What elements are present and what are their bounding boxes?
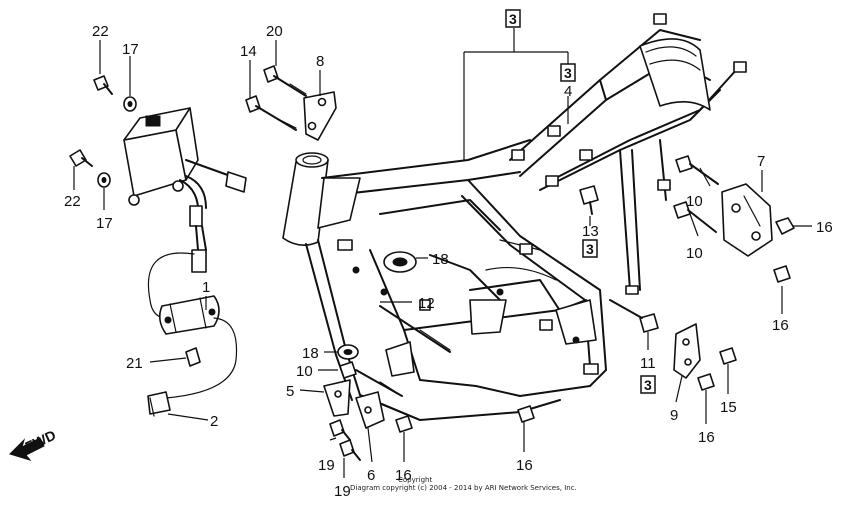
callout-19-b: 19	[334, 483, 351, 500]
copyright-line-1: Copyright	[398, 476, 433, 484]
callout-8: 8	[316, 53, 324, 70]
callout-5: 5	[286, 383, 294, 400]
callout-15: 15	[720, 399, 737, 416]
callout-21: 21	[126, 355, 143, 372]
callout-7: 7	[757, 153, 765, 170]
spark-plug-cap	[147, 391, 171, 417]
ignition-coil	[147, 252, 238, 399]
callout-17-mid: 17	[96, 215, 113, 232]
callout-2: 2	[210, 413, 218, 430]
fwd-indicator: FWD	[9, 427, 59, 461]
callout-9: 9	[670, 407, 678, 424]
callout-22-mid: 22	[64, 193, 81, 210]
callout-3-mid-box	[582, 239, 598, 258]
callout-3-low-box	[640, 375, 656, 394]
callout-11: 11	[640, 355, 656, 372]
callout-19-a: 19	[318, 457, 335, 474]
callout-4: 4	[564, 83, 572, 100]
callout-14: 14	[240, 43, 257, 60]
callout-20: 20	[266, 23, 283, 40]
callout-numbers: 22 17 22 17 20 14 8 3 3 4 7 10 10 16 16 …	[64, 9, 833, 500]
callout-16-bottom: 16	[395, 467, 412, 484]
callout-16-lower-right: 16	[698, 429, 715, 446]
frame-body	[282, 139, 607, 421]
callout-10-lower: 10	[686, 245, 703, 262]
fwd-label: FWD	[23, 427, 59, 455]
cdi-unit	[123, 107, 247, 273]
callout-16-center: 16	[516, 457, 533, 474]
callout-16-right-low: 16	[772, 317, 789, 334]
callout-10-left: 10	[296, 363, 313, 380]
callout-3-top-box	[505, 9, 521, 28]
copyright-line-2: Diagram copyright (c) 2004 - 2014 by ARI…	[350, 484, 577, 492]
leader-lines	[73, 28, 812, 478]
rear-subframe	[509, 13, 747, 295]
callout-18-upper: 18	[432, 251, 449, 268]
callout-3-low: 3	[644, 377, 652, 393]
callout-3-top: 3	[509, 11, 517, 27]
callout-3-mid: 3	[586, 241, 594, 257]
callout-1: 1	[202, 279, 210, 296]
callout-16-right: 16	[816, 219, 833, 236]
callout-10-upper: 10	[686, 193, 703, 210]
callout-12: 12	[418, 295, 435, 312]
callout-6: 6	[367, 467, 375, 484]
callout-22-top: 22	[92, 23, 109, 40]
callout-3-sub: 3	[564, 65, 572, 81]
callout-13: 13	[582, 223, 599, 240]
callout-18-lower: 18	[302, 345, 319, 362]
callout-3-sub-box	[560, 63, 576, 82]
callout-17-top: 17	[122, 41, 139, 58]
